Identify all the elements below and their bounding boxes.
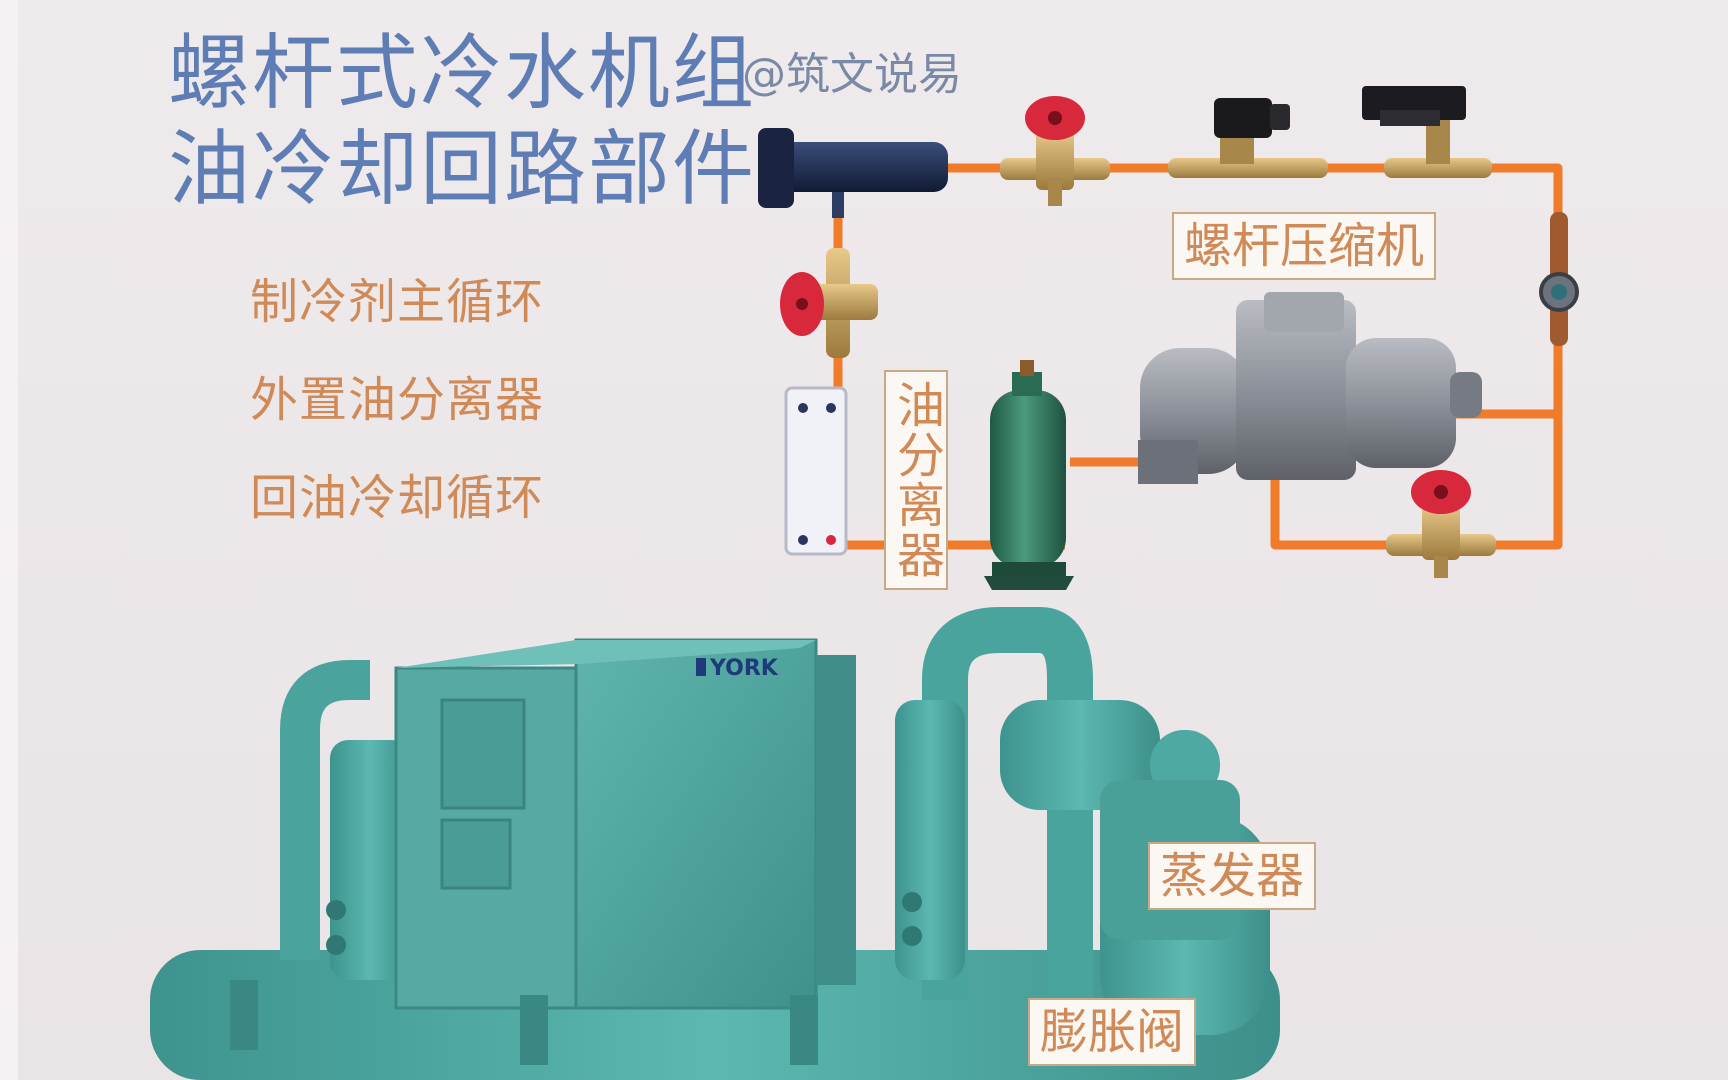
screw-compressor — [1138, 292, 1482, 484]
label-evaporator: 蒸发器 — [1148, 842, 1317, 910]
left-margin-strip — [0, 0, 18, 1080]
bottom-return-valve — [1386, 470, 1496, 578]
york-logo: YORK — [696, 656, 779, 681]
solenoid-valve — [1168, 98, 1328, 178]
pressure-switch-valve — [1362, 86, 1492, 178]
york-logo-text: YORK — [709, 656, 779, 681]
legend-item-external-oil-separator: 外置油分离器 — [250, 372, 545, 428]
york-chiller-unit — [150, 607, 1280, 1080]
label-oil-separator: 油分离器 — [884, 370, 948, 590]
plate-heat-exchanger — [784, 386, 848, 556]
oil-separator-vessel — [984, 360, 1074, 590]
oil-filter — [758, 128, 948, 218]
page-title-line-1: 螺杆式冷水机组 — [168, 26, 757, 121]
page-title-line-2: 油冷却回路部件 — [168, 122, 757, 217]
top-shutoff-valve — [1000, 96, 1110, 206]
sight-glass — [1539, 212, 1579, 346]
label-expansion-valve: 膨胀阀 — [1028, 998, 1197, 1066]
watermark: @筑文说易 — [742, 49, 962, 100]
legend-item-oil-return-cooling-loop: 回油冷却循环 — [250, 470, 545, 526]
legend-item-main-refrigerant-loop: 制冷剂主循环 — [250, 274, 545, 330]
oil-line-valve — [780, 248, 878, 358]
label-screw-compressor: 螺杆压缩机 — [1172, 212, 1437, 280]
